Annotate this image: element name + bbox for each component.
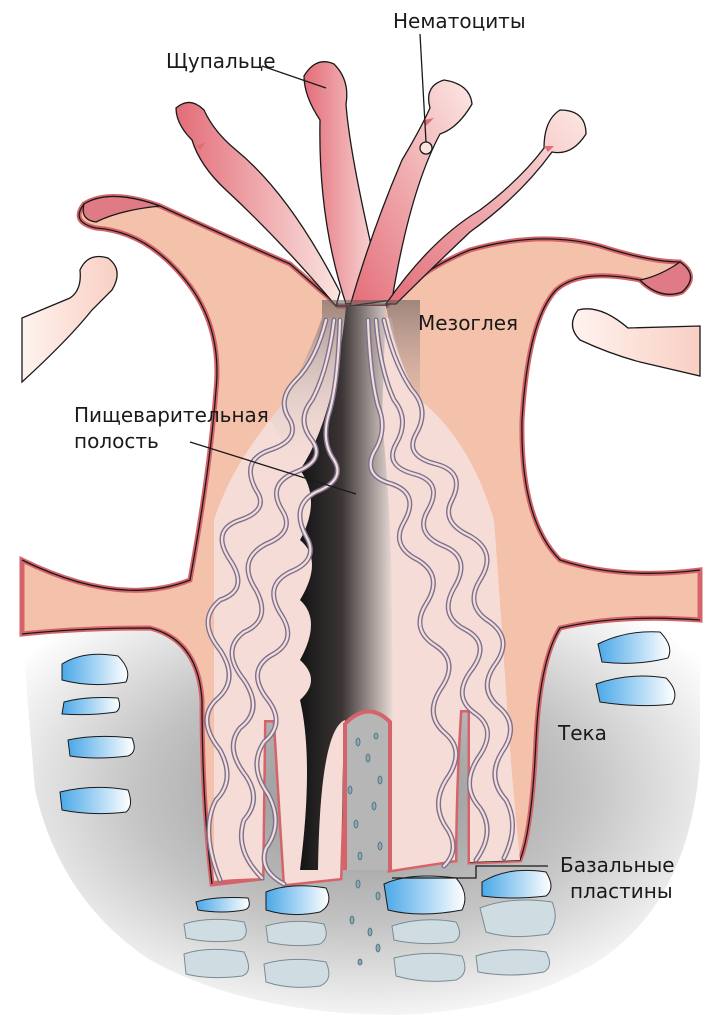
tentacle-center-left (303, 61, 385, 305)
skeleton-specks (347, 732, 383, 966)
label-theca: Тека (557, 721, 607, 745)
right-neighbour-arm (571, 308, 701, 377)
tentacle-far-right (384, 109, 587, 305)
label-tentacle: Щупальце (166, 49, 276, 73)
columella (343, 709, 392, 870)
label-gastric-cavity-line1: Пищеварительная (74, 403, 269, 427)
polyp-base-outline (21, 617, 701, 885)
label-basal-plates-line2: пластины (570, 879, 673, 903)
mesentery-lines (204, 317, 515, 887)
label-nematocysts: Нематоциты (393, 9, 526, 33)
right-lip (638, 261, 692, 295)
nematocyst-spot-3 (544, 146, 554, 152)
nematocyst-spot-2 (424, 118, 434, 126)
left-lip (82, 195, 161, 223)
leader-nematocysts (419, 33, 427, 143)
tentacles (175, 61, 587, 308)
leader-basal-plates (392, 865, 548, 879)
label-gastric-cavity-line2: полость (74, 429, 159, 453)
theca-crystals (59, 631, 676, 916)
label-basal-plates-line1: Базальные (560, 853, 675, 877)
tentacle-far-left (175, 101, 341, 308)
tentacle-center-right (349, 79, 473, 307)
nematocyst-spot-1 (196, 142, 206, 150)
basal-plates (183, 899, 556, 988)
left-neighbour-arm (21, 255, 118, 384)
leader-tentacle (261, 65, 327, 89)
label-mesoglea: Мезоглея (418, 311, 518, 335)
nematocyst-marker (419, 141, 433, 155)
leader-gastric-cavity (189, 441, 357, 495)
